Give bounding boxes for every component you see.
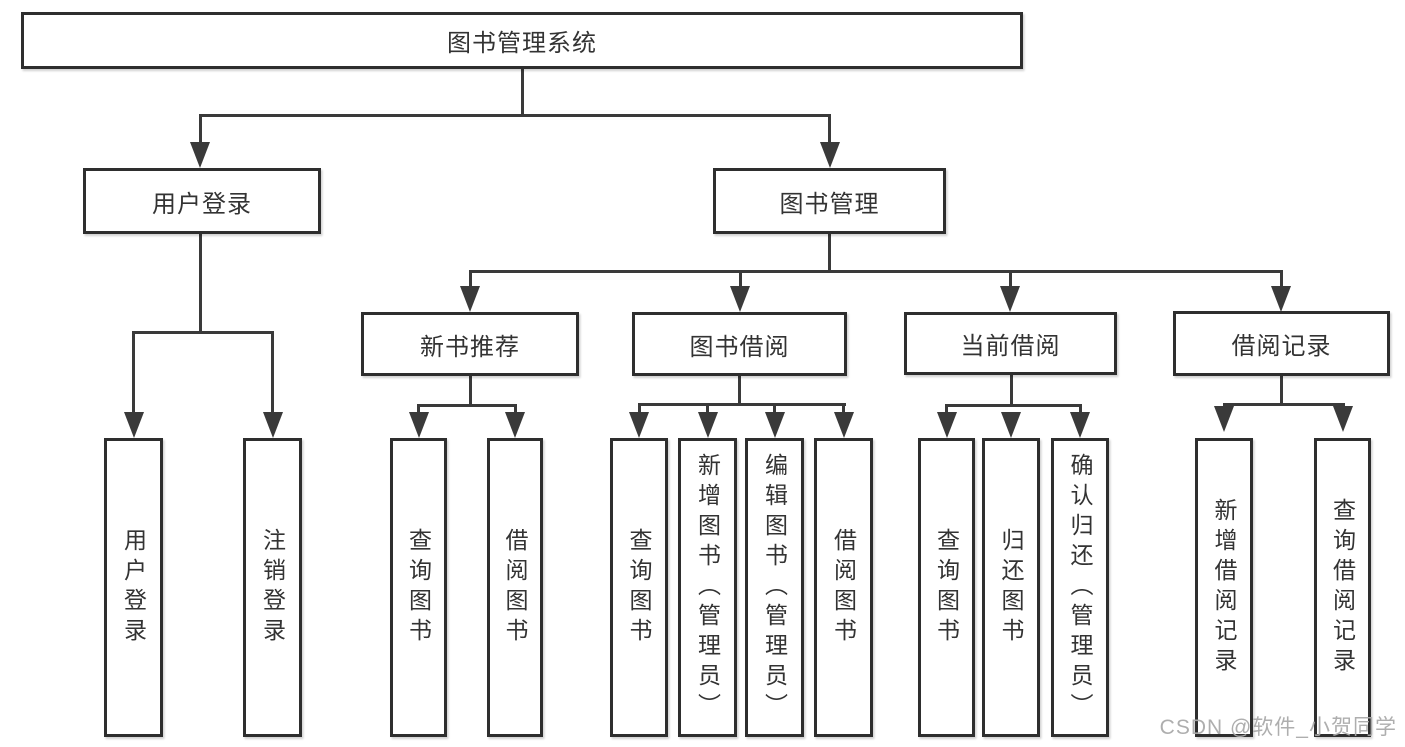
leaf-borrow-books-recommend: 借阅图书	[487, 438, 543, 737]
arrowhead-icon	[1070, 412, 1090, 438]
connector-line	[468, 376, 472, 407]
connector-line	[945, 404, 1082, 407]
connector-line	[198, 232, 202, 334]
leaf-borrow-books: 借阅图书	[814, 438, 873, 737]
arrowhead-icon	[1000, 286, 1020, 312]
connector-line	[468, 270, 472, 288]
connector-line	[773, 403, 776, 414]
leaf-query-books-borrowing: 查询图书	[610, 438, 668, 737]
connector-line	[738, 376, 741, 406]
arrowhead-icon	[123, 412, 144, 438]
arrowhead-icon	[629, 412, 649, 438]
connector-line	[417, 404, 420, 414]
connector-line	[637, 403, 846, 406]
connector-line	[1222, 403, 1345, 406]
connector-line	[1280, 375, 1283, 406]
node-borrowing-records: 借阅记录	[1173, 311, 1390, 376]
connector-line	[1008, 270, 1012, 288]
connector-line	[828, 232, 831, 273]
node-book-management: 图书管理	[713, 168, 946, 234]
connector-line	[520, 66, 524, 117]
connector-line	[132, 331, 274, 334]
connector-line	[637, 403, 641, 414]
arrowhead-icon	[697, 412, 718, 438]
connector-line	[1279, 270, 1283, 288]
arrowhead-icon	[764, 412, 785, 438]
leaf-user-login: 用户登录	[104, 438, 163, 737]
connector-line	[271, 331, 274, 413]
leaf-edit-book-admin: 编辑图书（管理员）	[745, 438, 804, 737]
arrowhead-icon	[1332, 406, 1353, 432]
connector-line	[706, 403, 709, 414]
arrowhead-icon	[190, 142, 210, 168]
leaf-add-borrow-record: 新增借阅记录	[1195, 438, 1253, 737]
arrowhead-icon	[460, 286, 480, 312]
node-book-borrowing: 图书借阅	[632, 312, 847, 376]
node-current-borrowing: 当前借阅	[904, 312, 1117, 375]
connector-line	[738, 270, 742, 288]
arrowhead-icon	[505, 412, 525, 438]
leaf-query-borrow-record: 查询借阅记录	[1314, 438, 1371, 737]
leaf-add-book-admin: 新增图书（管理员）	[678, 438, 737, 737]
connector-line	[198, 114, 831, 117]
leaf-logout: 注销登录	[243, 438, 302, 737]
arrowhead-icon	[730, 286, 750, 312]
arrowhead-icon	[936, 412, 957, 438]
connector-line	[842, 403, 845, 414]
arrowhead-icon	[833, 412, 854, 438]
watermark: CSDN @软件_小贺同学	[1159, 716, 1397, 739]
connector-line	[945, 404, 948, 414]
leaf-confirm-return-admin: 确认归还（管理员）	[1051, 438, 1109, 737]
arrowhead-icon	[1214, 406, 1234, 432]
node-new-book-recommend: 新书推荐	[361, 312, 579, 376]
arrowhead-icon	[1001, 412, 1021, 438]
connector-line	[828, 114, 831, 144]
connector-line	[513, 404, 517, 414]
connector-line	[417, 404, 517, 407]
connector-line	[132, 331, 135, 413]
arrowhead-icon	[408, 412, 429, 438]
arrowhead-icon	[819, 142, 840, 168]
arrowhead-icon	[262, 412, 283, 438]
node-user-login: 用户登录	[83, 168, 321, 234]
node-library-management-system: 图书管理系统	[21, 12, 1023, 69]
leaf-query-books-recommend: 查询图书	[390, 438, 447, 737]
connector-line	[1079, 404, 1082, 414]
connector-line	[468, 270, 1283, 273]
connector-line	[1009, 375, 1013, 407]
arrowhead-icon	[1271, 286, 1291, 312]
connector-line	[198, 114, 202, 144]
leaf-return-book: 归还图书	[982, 438, 1040, 737]
leaf-query-books-current: 查询图书	[918, 438, 975, 737]
